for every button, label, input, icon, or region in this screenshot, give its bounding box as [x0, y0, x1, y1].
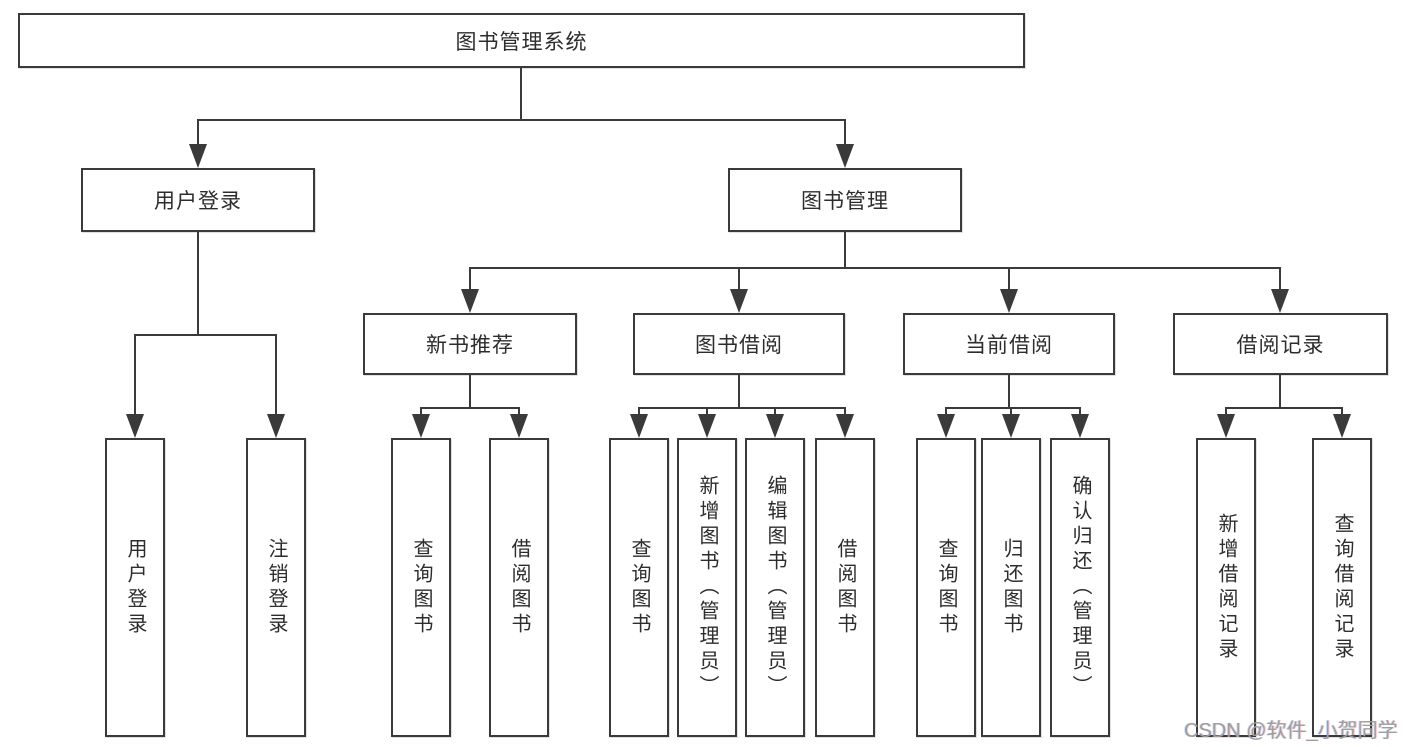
arrowhead-down-icon	[412, 414, 430, 438]
connector-line	[638, 407, 640, 417]
node-book-borrowing: 图书借阅	[633, 313, 845, 375]
arrowhead-down-icon	[510, 414, 528, 438]
leaf-user-login: 用户登录	[105, 438, 165, 737]
leaf-confirm-return-admin: 确认归还（管理员）	[1050, 438, 1110, 737]
leaf-label: 新增图书（管理员）	[696, 475, 718, 700]
node-label: 当前借阅	[965, 334, 1053, 357]
arrowhead-down-icon	[766, 414, 784, 438]
arrowhead-down-icon	[1271, 289, 1289, 313]
leaf-logout: 注销登录	[246, 438, 306, 737]
connector-line	[520, 68, 522, 120]
leaf-label: 新增借阅记录	[1215, 512, 1237, 663]
connector-line	[945, 407, 947, 417]
arrowhead-down-icon	[836, 144, 854, 168]
arrowhead-down-icon	[1002, 414, 1020, 438]
node-label: 借阅记录	[1236, 334, 1325, 357]
leaf-add-book-admin: 新增图书（管理员）	[677, 438, 737, 737]
connector-line	[945, 407, 1081, 409]
node-label: 图书借阅	[695, 334, 783, 357]
connector-line	[738, 375, 740, 409]
arrowhead-down-icon	[698, 414, 716, 438]
watermark: CSDN @软件_小贺同学	[1184, 720, 1398, 742]
connector-line	[774, 407, 776, 417]
leaf-query-books-current: 查询图书	[916, 438, 976, 737]
node-library-management-system: 图书管理系统	[18, 13, 1025, 68]
connector-line	[1279, 375, 1281, 409]
connector-line	[1279, 267, 1281, 291]
arrowhead-down-icon	[461, 289, 479, 313]
arrowhead-down-icon	[730, 289, 748, 313]
leaf-return-book: 归还图书	[981, 438, 1041, 737]
leaf-label: 借阅图书	[834, 537, 856, 638]
connector-line	[134, 334, 277, 336]
node-new-book-recommend: 新书推荐	[363, 313, 577, 375]
connector-line	[197, 232, 199, 336]
node-label: 新书推荐	[426, 334, 514, 357]
node-label: 用户登录	[154, 190, 242, 213]
connector-line	[420, 407, 520, 409]
node-book-management: 图书管理	[728, 168, 962, 232]
node-user-login: 用户登录	[81, 168, 315, 232]
leaf-query-borrow-record: 查询借阅记录	[1312, 438, 1372, 737]
leaf-label: 用户登录	[124, 537, 146, 638]
connector-line	[638, 407, 846, 409]
leaf-query-books-recommend: 查询图书	[391, 438, 451, 737]
arrowhead-down-icon	[1000, 289, 1018, 313]
leaf-label: 查询图书	[628, 537, 650, 638]
leaf-edit-book-admin: 编辑图书（管理员）	[745, 438, 805, 737]
connector-line	[198, 119, 846, 121]
connector-line	[738, 267, 740, 291]
arrowhead-down-icon	[937, 414, 955, 438]
node-borrow-records: 借阅记录	[1173, 313, 1388, 375]
connector-line	[844, 407, 846, 417]
connector-line	[197, 119, 199, 150]
connector-line	[469, 267, 1281, 269]
node-label: 图书管理	[801, 190, 889, 213]
leaf-label: 确认归还（管理员）	[1069, 475, 1091, 700]
connector-line	[275, 334, 277, 416]
connector-line	[844, 119, 846, 150]
connector-line	[420, 407, 422, 417]
arrowhead-down-icon	[1071, 414, 1089, 438]
leaf-add-borrow-record: 新增借阅记录	[1196, 438, 1256, 737]
leaf-label: 编辑图书（管理员）	[764, 475, 786, 700]
connector-line	[518, 407, 520, 417]
arrowhead-down-icon	[836, 414, 854, 438]
connector-line	[706, 407, 708, 417]
arrowhead-down-icon	[630, 414, 648, 438]
connector-line	[469, 267, 471, 291]
connector-line	[1008, 267, 1010, 291]
arrowhead-down-icon	[189, 144, 207, 168]
leaf-label: 查询图书	[935, 537, 957, 638]
connector-line	[1079, 407, 1081, 417]
node-current-borrowing: 当前借阅	[903, 313, 1115, 375]
connector-line	[1008, 375, 1010, 409]
arrowhead-down-icon	[126, 414, 144, 438]
connector-line	[469, 375, 471, 409]
connector-line	[1225, 407, 1227, 417]
arrowhead-down-icon	[267, 414, 285, 438]
leaf-label: 注销登录	[265, 537, 287, 638]
connector-line	[1010, 407, 1012, 417]
leaf-borrow-books-recommend: 借阅图书	[489, 438, 549, 737]
arrowhead-down-icon	[1333, 414, 1351, 438]
leaf-query-books-borrowing: 查询图书	[609, 438, 669, 737]
connector-line	[1341, 407, 1343, 417]
node-label: 图书管理系统	[455, 30, 588, 54]
leaf-borrow-books-borrowing: 借阅图书	[815, 438, 875, 737]
leaf-label: 归还图书	[1000, 537, 1022, 638]
arrowhead-down-icon	[1217, 414, 1235, 438]
leaf-label: 查询图书	[410, 537, 432, 638]
leaf-label: 查询借阅记录	[1331, 512, 1353, 663]
leaf-label: 借阅图书	[508, 537, 530, 638]
connector-line	[1225, 407, 1343, 409]
connector-line	[844, 232, 846, 269]
connector-line	[134, 334, 136, 416]
